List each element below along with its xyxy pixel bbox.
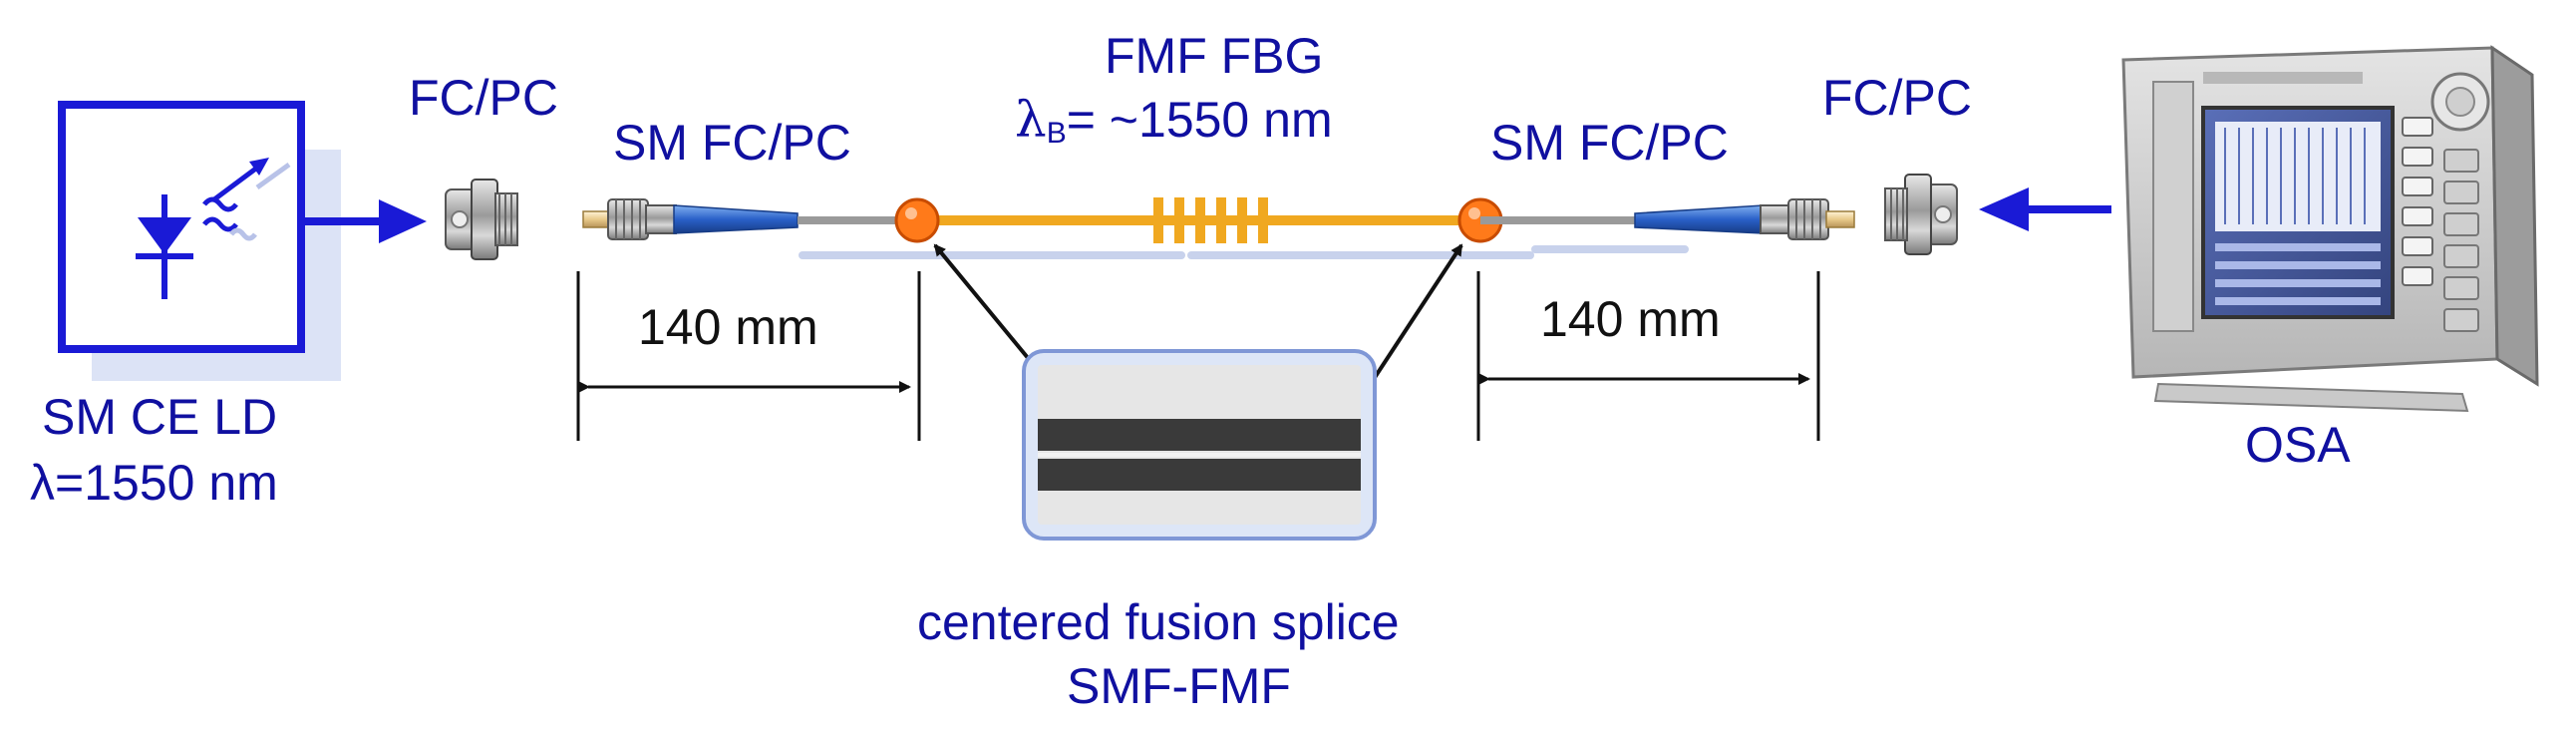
- fmf-fbg-label: FMF FBG: [1105, 28, 1324, 84]
- splice-caption-line1: centered fusion splice: [917, 594, 1400, 650]
- bragg-subscript: B: [1046, 117, 1067, 150]
- sm-fcpc-left-label: SM FC/PC: [613, 115, 851, 171]
- laser-name-label: SM CE LD: [42, 389, 278, 445]
- osa-instrument-icon: [2121, 45, 2539, 413]
- fbg-grating: [1153, 197, 1268, 243]
- splice-point-right-highlight: [1468, 207, 1480, 219]
- fc-connector-icon: [445, 179, 518, 260]
- laser-wavelength-label: λ=1550 nm: [30, 455, 278, 511]
- osa-label: OSA: [2245, 417, 2351, 473]
- fc-connector-icon-right: [1884, 174, 1958, 255]
- splice-point-left: [894, 197, 940, 243]
- splice-pointer-right: [1372, 243, 1463, 381]
- osa-input-arrowhead: [1979, 187, 2029, 231]
- fcpc-left-label: FC/PC: [409, 70, 558, 126]
- bragg-lambda: λ: [1015, 91, 1047, 149]
- bragg-value: = ~1550 nm: [1066, 92, 1333, 148]
- laser-diode-icon: [58, 101, 341, 381]
- sm-fcpc-right-label: SM FC/PC: [1490, 115, 1729, 171]
- length-left-label: 140 mm: [638, 299, 818, 355]
- fcpc-right-label: FC/PC: [1822, 70, 1972, 126]
- sm-connector-left: [582, 198, 799, 240]
- splice-caption-line2: SMF-FMF: [1067, 658, 1291, 714]
- bragg-wavelength-label: λB= ~1550 nm: [1015, 92, 1333, 151]
- fiber-shadow: [799, 245, 1689, 259]
- splice-photo-inset: [1022, 349, 1377, 541]
- sm-connector-right: [1634, 198, 1855, 240]
- dimension-lines: [576, 271, 1820, 441]
- length-right-label: 140 mm: [1540, 291, 1721, 347]
- splice-point-left-highlight: [905, 207, 917, 219]
- laser-output-arrowhead: [379, 199, 427, 243]
